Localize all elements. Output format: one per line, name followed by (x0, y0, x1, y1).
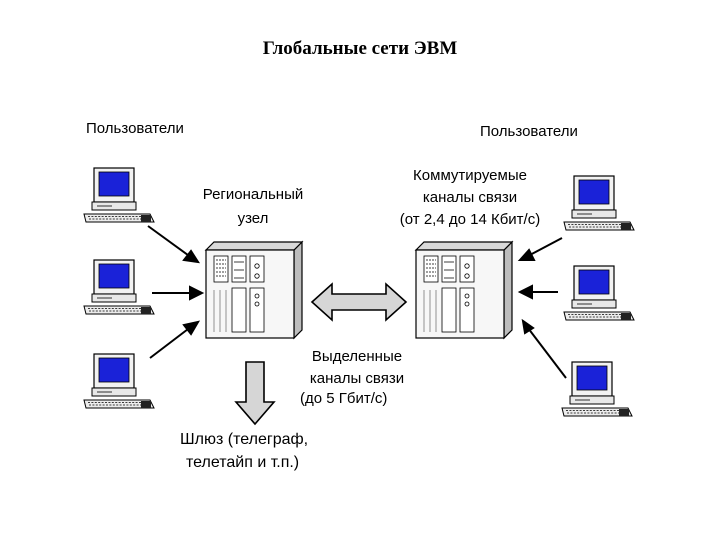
switched-channels-line1: Коммутируемые (413, 167, 527, 184)
switched-channels-line2: каналы связи (422, 189, 518, 206)
user-computer-left-1 (83, 167, 155, 223)
dedicated-link-double-arrow (310, 282, 408, 322)
switched-channels-label: Коммутируемые каналы связи (от 2,4 до 14… (385, 165, 555, 231)
switched-channels-line3: (от 2,4 до 14 Кбит/с) (399, 211, 541, 228)
regional-node-server-icon (205, 241, 303, 339)
page-title: Глобальные сети ЭВМ (262, 38, 458, 59)
arrow-user-right-3 (527, 327, 567, 379)
arrow-user-left-1 (147, 225, 193, 259)
remote-node-server-icon (415, 241, 513, 339)
arrow-user-left-3 (149, 325, 193, 359)
regional-node-label: Региональный узел (178, 183, 328, 231)
regional-node-line1: Региональный (202, 186, 304, 203)
dedicated-channels-label: Выделенные каналы связи (292, 346, 422, 390)
users-right-label: Пользователи (480, 123, 578, 140)
dedicated-channels-line2: каналы связи (309, 370, 405, 387)
dedicated-channels-line1: Выделенные (311, 348, 403, 365)
user-computer-right-3 (561, 361, 633, 417)
gateway-label-line2: телетайп и т.п.) (186, 454, 300, 471)
arrow-user-right-1 (527, 237, 563, 257)
users-left-label: Пользователи (86, 120, 184, 137)
gateway-down-arrow (234, 361, 276, 426)
user-computer-left-3 (83, 353, 155, 409)
dedicated-channels-speed: (до 5 Гбит/с) (300, 390, 388, 407)
user-computer-left-2 (83, 259, 155, 315)
gateway-label-line1: Шлюз (телеграф, (180, 431, 309, 448)
user-computer-right-1 (563, 175, 635, 231)
user-computer-right-2 (563, 265, 635, 321)
regional-node-line2: узел (237, 210, 269, 227)
